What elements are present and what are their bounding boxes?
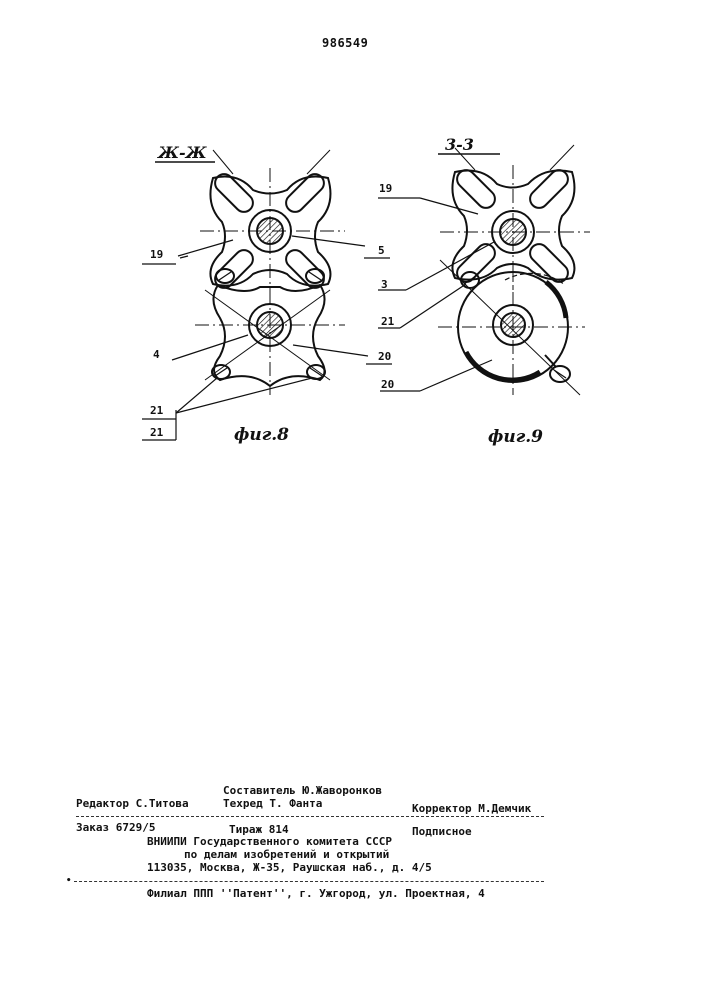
bullet-mark: • (66, 876, 71, 886)
branch-address: Филиал ППП ''Патент'', г. Ужгород, ул. П… (147, 887, 485, 900)
org-line-1: ВНИИПИ Государственного комитета СССР (147, 835, 392, 848)
corrector-credit: Корректор М.Демчик (412, 802, 531, 815)
divider-bottom (74, 881, 544, 882)
editor-credit: Редактор С.Титова (76, 797, 189, 810)
divider-top (76, 816, 544, 817)
techred-credit: Техред Т. Фанта (223, 797, 322, 810)
subscription-note: Подписное (412, 825, 472, 838)
compiler-credit: Составитель Ю.Жаворонков (223, 784, 382, 797)
org-address: 113035, Москва, Ж-35, Раушская наб., д. … (147, 861, 432, 874)
order-number: Заказ 6729/5 (76, 821, 155, 834)
org-line-2: по делам изобретений и открытий (184, 848, 389, 861)
